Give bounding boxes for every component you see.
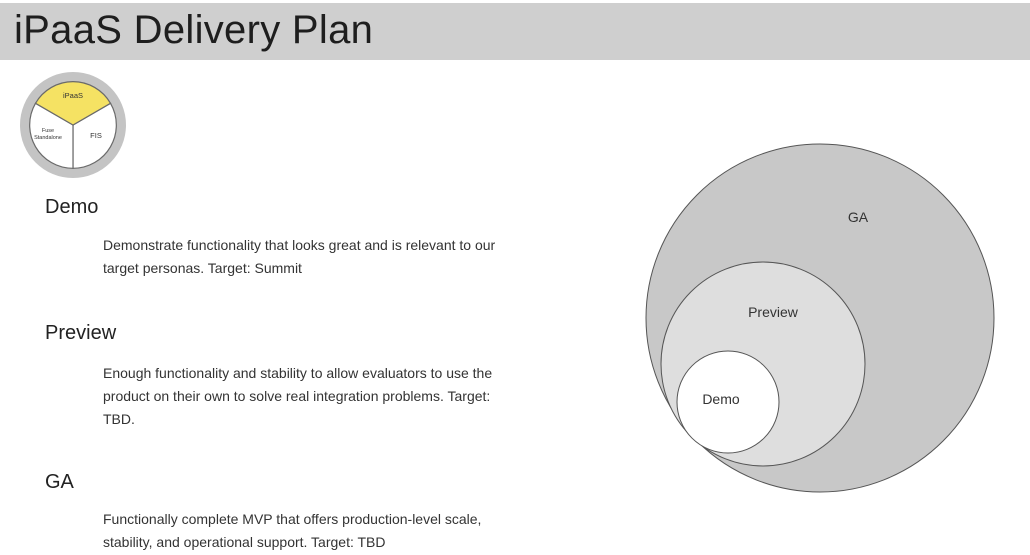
- circle-label-demo: Demo: [702, 391, 740, 407]
- section-body-line: Demonstrate functionality that looks gre…: [103, 237, 496, 253]
- circle-label-ga: GA: [848, 209, 869, 225]
- section-body-line: product on their own to solve real integ…: [103, 388, 491, 404]
- circle-label-preview: Preview: [748, 304, 799, 320]
- slide-title: iPaaS Delivery Plan: [14, 8, 374, 52]
- section-body-line: Enough functionality and stability to al…: [103, 365, 493, 381]
- nested-circles-diagram: GA Preview Demo: [645, 143, 995, 493]
- section-heading-preview: Preview: [45, 322, 117, 344]
- badge-segment-fis: [72, 102, 117, 169]
- section-heading-ga: GA: [45, 471, 74, 493]
- section-body-line: stability, and operational support. Targ…: [103, 534, 386, 550]
- section-body-ga: Functionally complete MVP that offers pr…: [103, 508, 573, 554]
- section-body-demo: Demonstrate functionality that looks gre…: [103, 234, 573, 280]
- badge-label-fis: FIS: [90, 131, 102, 140]
- section-body-line: target personas. Target: Summit: [103, 260, 302, 276]
- section-body-line: Functionally complete MVP that offers pr…: [103, 511, 482, 527]
- section-heading-demo: Demo: [45, 196, 99, 218]
- badge-segment-ipaas: [34, 81, 112, 126]
- section-body-preview: Enough functionality and stability to al…: [103, 362, 573, 431]
- section-body-line: TBD.: [103, 411, 135, 427]
- badge-segment-fuse-standalone: [29, 102, 74, 169]
- title-bar: iPaaS Delivery Plan: [0, 3, 1030, 60]
- product-badge: iPaaS Fuse Standalone FIS: [20, 72, 126, 178]
- badge-label-standalone: Standalone: [34, 135, 62, 141]
- circle-demo: [676, 350, 780, 454]
- badge-label-fuse: Fuse: [42, 128, 54, 134]
- badge-label-ipaas: iPaaS: [63, 91, 83, 100]
